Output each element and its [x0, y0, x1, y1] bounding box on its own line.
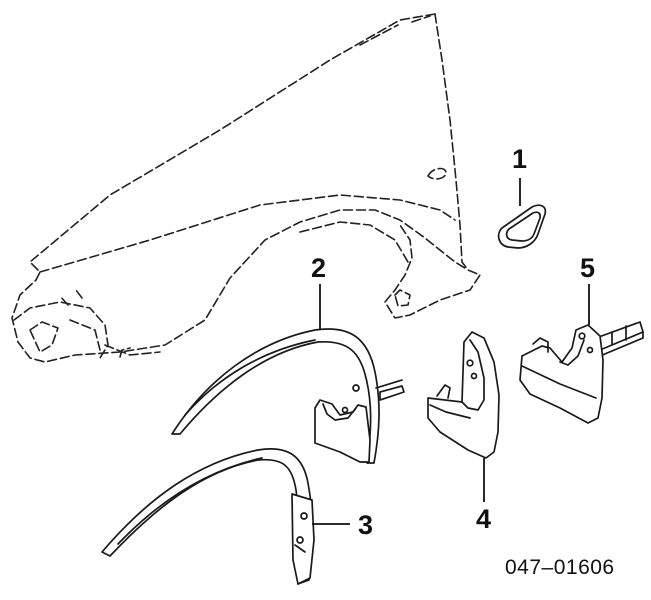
diagram-part-number: 047–01606 — [505, 556, 615, 579]
part-4-mudflap — [427, 331, 500, 459]
fender-outline — [11, 13, 481, 363]
part-3-arch-extension — [101, 448, 315, 585]
callout-4-label: 4 — [476, 504, 491, 534]
callout-3-label: 3 — [358, 510, 373, 540]
part-1-trim-plate — [497, 204, 547, 249]
callout-5-label: 5 — [580, 253, 595, 283]
callout-2-label: 2 — [311, 253, 326, 283]
part-2-wheel-arch-liner — [171, 328, 405, 464]
callout-1-label: 1 — [512, 144, 527, 174]
part-5-rear-mudflap — [519, 321, 644, 424]
